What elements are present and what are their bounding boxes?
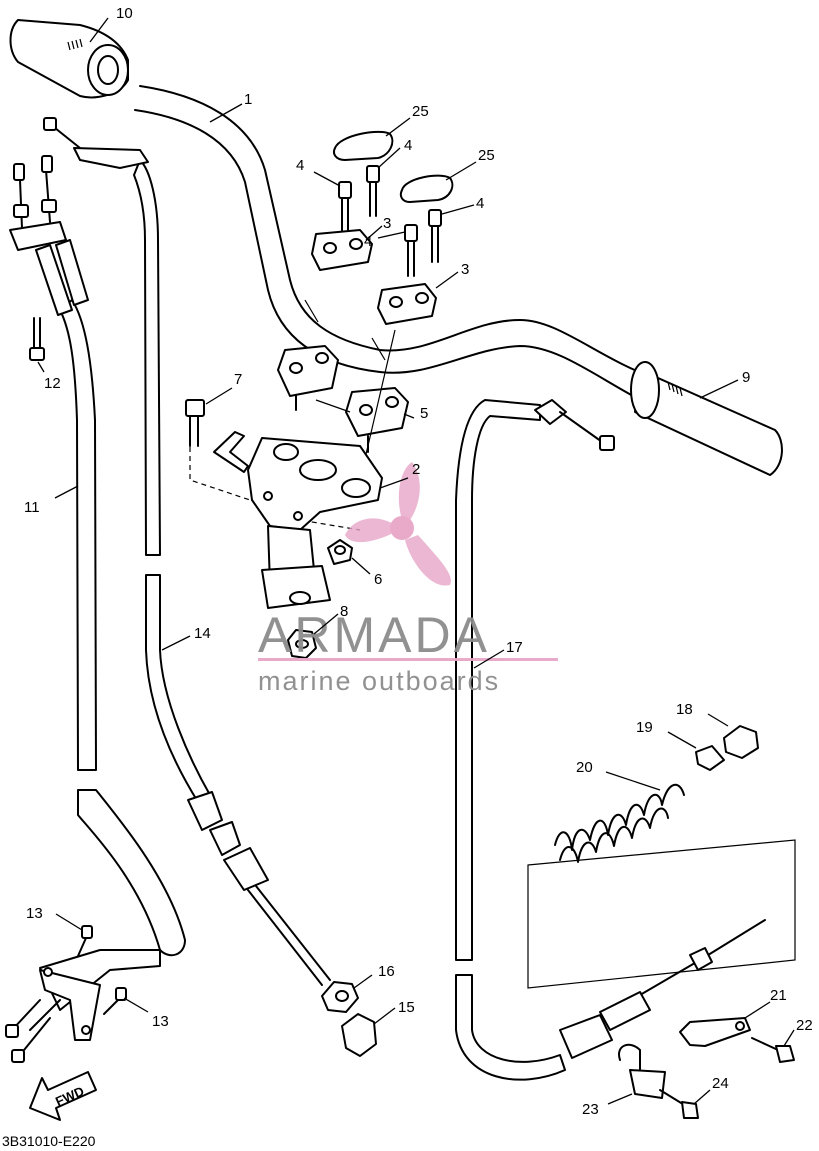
callout-3a: 3: [383, 215, 391, 232]
clip-23: [618, 1043, 666, 1099]
bolt-24: [659, 1089, 699, 1119]
callout-7: 7: [234, 371, 242, 388]
fwd-arrow: FWD: [29, 1071, 97, 1121]
handlebar-cap-left: [333, 130, 394, 161]
callout-4d: 4: [364, 233, 372, 250]
callout-17: 17: [506, 639, 523, 656]
callout-14: 14: [194, 625, 211, 642]
upper-holder-left: [311, 229, 373, 271]
cable-17: [455, 399, 615, 1081]
upper-bracket: [213, 431, 383, 609]
bracket-21: [679, 1017, 751, 1047]
bolt-22: [751, 1037, 795, 1063]
collar-6: [327, 539, 353, 565]
spring-20: [554, 783, 685, 863]
callout-21: 21: [770, 987, 787, 1004]
left-grip: [9, 19, 129, 99]
lower-holder-left: [277, 345, 339, 411]
callout-3b: 3: [461, 261, 469, 278]
callout-4a: 4: [296, 157, 304, 174]
callout-25b: 25: [478, 147, 495, 164]
upper-holder-right: [377, 283, 437, 325]
nut-15: [341, 1013, 377, 1057]
callout-15: 15: [398, 999, 415, 1016]
nut-18: [723, 725, 759, 759]
callout-9: 9: [742, 369, 750, 386]
callout-1: 1: [244, 91, 252, 108]
callout-12: 12: [44, 375, 61, 392]
watermark-subtitle: marine outboards: [258, 666, 500, 696]
handlebar: [134, 85, 661, 406]
callout-8: 8: [340, 603, 348, 620]
leader-lines: [37, 17, 795, 1105]
callout-4c: 4: [476, 195, 484, 212]
callout-20: 20: [576, 759, 593, 776]
callout-23: 23: [582, 1101, 599, 1118]
callout-22: 22: [796, 1017, 813, 1034]
callout-24: 24: [712, 1075, 729, 1092]
nut-8: [287, 629, 317, 659]
lower-holder-right: [345, 387, 409, 453]
watermark-rule: [258, 658, 558, 661]
throttle-cable-11-upper: [9, 155, 97, 771]
screws-13: [77, 925, 127, 1015]
callout-13b: 13: [152, 1013, 169, 1030]
nut-16: [321, 981, 359, 1013]
callout-11: 11: [24, 499, 40, 516]
throttle-cable-11-lower: [5, 789, 186, 1063]
callout-13a: 13: [26, 905, 43, 922]
right-grip: [630, 361, 783, 476]
callout-10: 10: [116, 5, 133, 22]
bolt-7: [185, 399, 205, 447]
callout-19: 19: [636, 719, 653, 736]
watermark-title: ARMADA: [258, 607, 490, 663]
inner-cable-box: [527, 839, 796, 1059]
callout-2: 2: [412, 461, 420, 478]
callout-18: 18: [676, 701, 693, 718]
callout-16: 16: [378, 963, 395, 980]
callout-6: 6: [374, 571, 382, 588]
cable-14: [43, 117, 331, 986]
handlebar-cap-right: [399, 174, 454, 203]
callout-4b: 4: [404, 137, 412, 154]
watermark: ARMADA marine outboards: [258, 462, 558, 696]
collar-19: [695, 745, 725, 771]
callout-labels: 1 2 3 3 4 4 4 4 5 6 7 8 9 10 11 12 13 13…: [24, 5, 813, 1118]
callout-25a: 25: [412, 103, 429, 120]
screw-12: [29, 317, 45, 361]
bolts-4: [338, 165, 442, 277]
diagram-code: 3B31010-E220: [2, 1133, 96, 1149]
callout-5: 5: [420, 405, 428, 422]
propeller-logo-icon: [345, 462, 451, 586]
